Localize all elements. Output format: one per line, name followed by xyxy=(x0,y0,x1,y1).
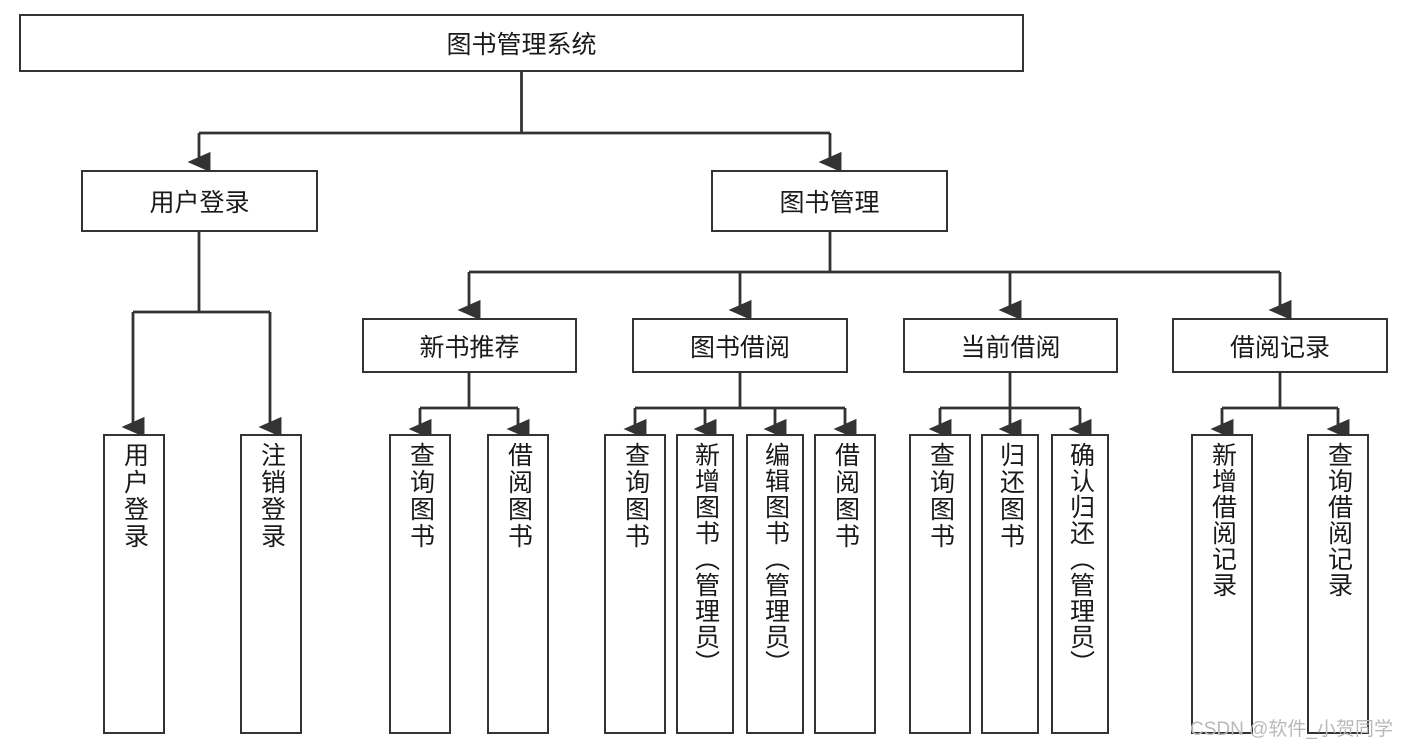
node-label: 借阅图书 xyxy=(831,442,860,550)
csdn-watermark: CSDN @软件_小贺同学 xyxy=(1190,719,1393,740)
leaf-records-add-record[interactable]: 新增借阅记录 xyxy=(1191,434,1253,734)
edge-group-borrow xyxy=(623,373,857,440)
leaf-borrow-borrow-book[interactable]: 借阅图书 xyxy=(814,434,876,734)
node-borrow-records[interactable]: 借阅记录 xyxy=(1172,318,1388,373)
node-label: 新增借阅记录 xyxy=(1208,442,1237,598)
edge-group-user-login xyxy=(121,232,282,438)
node-user-login[interactable]: 用户登录 xyxy=(81,170,318,232)
node-label: 用户登录 xyxy=(149,189,250,217)
node-label: 借阅图书 xyxy=(504,442,533,550)
node-label: 确认归还（管理员） xyxy=(1066,442,1095,676)
node-label: 图书借阅 xyxy=(689,333,790,362)
leaf-current-query-book[interactable]: 查询图书 xyxy=(909,434,971,734)
leaf-records-query-record[interactable]: 查询借阅记录 xyxy=(1307,434,1369,734)
node-label: 图书管理 xyxy=(779,189,880,217)
edge-group-book-manage xyxy=(457,232,1292,321)
leaf-new-book-query[interactable]: 查询图书 xyxy=(389,434,451,734)
leaf-current-confirm-return-admin[interactable]: 确认归还（管理员） xyxy=(1051,434,1109,734)
node-label: 查询图书 xyxy=(406,442,435,550)
node-root-system[interactable]: 图书管理系统 xyxy=(19,14,1024,72)
edge-group-records xyxy=(1210,373,1350,440)
node-label: 借阅记录 xyxy=(1229,333,1330,362)
node-book-borrow[interactable]: 图书借阅 xyxy=(632,318,848,373)
node-current-borrow[interactable]: 当前借阅 xyxy=(903,318,1118,373)
leaf-user-login-signout[interactable]: 注销登录 xyxy=(240,434,302,734)
node-new-book-recommend[interactable]: 新书推荐 xyxy=(362,318,577,373)
node-label: 编辑图书（管理员） xyxy=(761,442,790,676)
node-label: 查询图书 xyxy=(926,442,955,550)
leaf-borrow-query-book[interactable]: 查询图书 xyxy=(604,434,666,734)
node-label: 图书管理系统 xyxy=(446,31,597,59)
node-label: 查询图书 xyxy=(621,442,650,550)
node-label: 查询借阅记录 xyxy=(1324,442,1353,598)
node-label: 归还图书 xyxy=(996,442,1025,550)
node-label: 新增图书（管理员） xyxy=(691,442,720,676)
node-label: 新书推荐 xyxy=(419,333,520,362)
leaf-current-return-book[interactable]: 归还图书 xyxy=(981,434,1039,734)
node-label: 当前借阅 xyxy=(960,333,1061,362)
node-book-management[interactable]: 图书管理 xyxy=(711,170,948,232)
leaf-borrow-add-book-admin[interactable]: 新增图书（管理员） xyxy=(676,434,734,734)
node-label: 注销登录 xyxy=(257,442,286,550)
edge-group-new-book xyxy=(408,373,530,440)
leaf-new-book-borrow[interactable]: 借阅图书 xyxy=(487,434,549,734)
edge-group-root xyxy=(187,72,842,173)
leaf-borrow-edit-book-admin[interactable]: 编辑图书（管理员） xyxy=(746,434,804,734)
leaf-user-login-signin[interactable]: 用户登录 xyxy=(103,434,165,734)
edge-group-current-borrow xyxy=(928,373,1092,440)
node-label: 用户登录 xyxy=(120,442,149,550)
